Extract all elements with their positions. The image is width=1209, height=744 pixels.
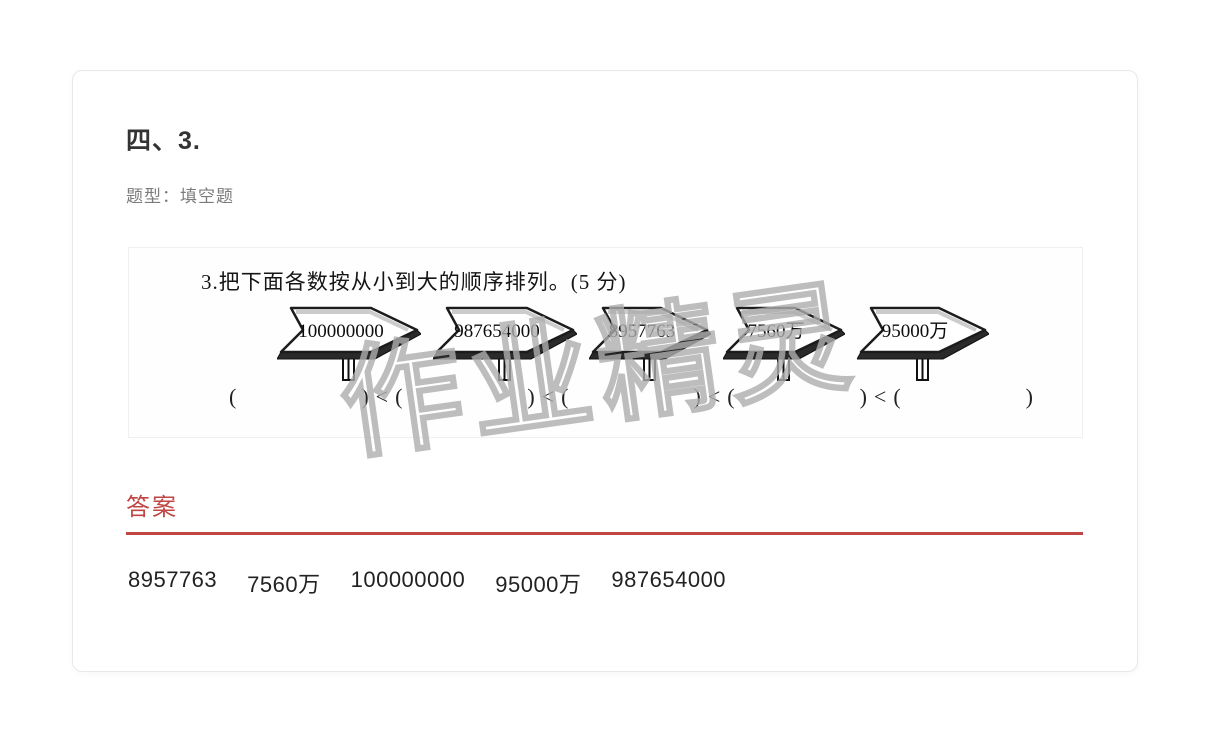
question-image: 3.把下面各数按从小到大的顺序排列。(5 分) 100000000 9876540…	[128, 247, 1083, 477]
sign-number-label: 100000000	[298, 321, 384, 342]
answer-value: 7560万	[247, 572, 321, 597]
number-sign: 100000000	[277, 306, 421, 381]
answer-divider	[126, 532, 1083, 535]
blanks-row: ()<()<()<()<()	[229, 384, 1033, 410]
answer-blank: ()	[561, 384, 701, 409]
answer-blank: ()	[229, 384, 369, 409]
sign-number-label: 7560万	[747, 321, 804, 342]
answer-blank: ()	[893, 384, 1033, 409]
answer-text: 8957763 7560万 100000000 95000万 987654000	[128, 567, 726, 599]
less-than-sign: <	[707, 384, 721, 409]
number-signs-row: 100000000 987654000 8957763 7560万 95000万	[277, 304, 989, 384]
answer-heading: 答案	[126, 495, 178, 521]
answer-value: 100000000	[350, 567, 466, 592]
question-type-label: 题型：填空题	[126, 187, 234, 206]
answer-blank: ()	[727, 384, 867, 409]
answer-blank: ()	[395, 384, 535, 409]
sign-number-label: 987654000	[454, 321, 540, 342]
less-than-sign: <	[873, 384, 887, 409]
less-than-sign: <	[541, 384, 555, 409]
answer-value: 95000万	[495, 572, 582, 597]
page-title: 四、3.	[126, 127, 201, 155]
answer-value: 8957763	[128, 567, 218, 592]
sign-number-label: 95000万	[882, 321, 949, 342]
answer-value: 987654000	[611, 567, 727, 592]
question-prompt: 3.把下面各数按从小到大的顺序排列。(5 分)	[201, 270, 627, 294]
number-sign: 987654000	[433, 306, 577, 381]
sign-number-label: 8957763	[609, 321, 676, 342]
question-card: 四、3. 题型：填空题 3.把下面各数按从小到大的顺序排列。(5 分) 1000…	[72, 70, 1138, 672]
less-than-sign: <	[375, 384, 389, 409]
number-sign: 7560万	[723, 306, 845, 381]
number-sign: 95000万	[857, 306, 989, 381]
number-sign: 8957763	[589, 306, 711, 381]
